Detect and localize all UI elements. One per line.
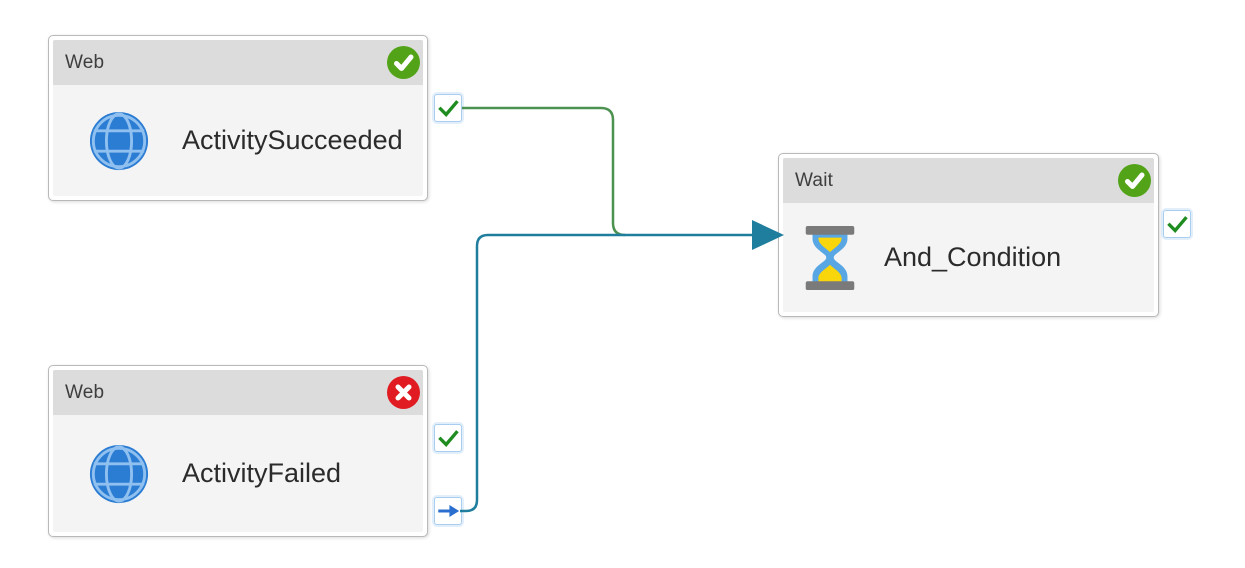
completion-output-port[interactable] (434, 497, 462, 525)
check-icon (1125, 172, 1145, 189)
success-output-port[interactable] (1163, 210, 1191, 238)
check-icon (438, 100, 459, 117)
activity-node-wait[interactable]: Wait And_Condition (778, 153, 1159, 317)
check-icon (394, 54, 414, 71)
globe-icon (89, 111, 149, 170)
success-output-port[interactable] (434, 424, 462, 452)
check-icon (438, 430, 459, 447)
status-success-badge (387, 46, 420, 79)
activity-node-body: And_Condition (783, 203, 1154, 312)
connector-success-to-wait[interactable] (462, 106, 626, 237)
connector-completion-to-wait[interactable] (460, 233, 753, 513)
activity-type-label: Web (65, 51, 105, 73)
hourglass-icon (805, 225, 855, 290)
activity-node-web-failed[interactable]: Web ActivityFailed (48, 365, 428, 537)
activity-node-web-succeeded[interactable]: Web ActivitySucceeded (48, 35, 428, 201)
activity-node-header: Web (53, 40, 423, 85)
activity-node-body: ActivitySucceeded (53, 85, 423, 196)
check-icon (1167, 216, 1188, 233)
activity-name-label: ActivitySucceeded (182, 125, 403, 155)
activity-node-header: Web (53, 370, 423, 415)
activity-node-body: ActivityFailed (53, 415, 423, 532)
activity-name-label: ActivityFailed (182, 458, 342, 488)
activity-name-label: And_Condition (884, 242, 1062, 272)
arrow-right-icon (438, 504, 460, 518)
status-error-badge (387, 376, 420, 409)
x-icon (395, 384, 412, 401)
status-success-badge (1118, 164, 1151, 197)
globe-icon (89, 444, 149, 503)
activity-type-label: Wait (795, 169, 834, 191)
activity-node-header: Wait (783, 158, 1154, 203)
activity-type-label: Web (65, 381, 105, 403)
success-output-port[interactable] (434, 94, 462, 122)
